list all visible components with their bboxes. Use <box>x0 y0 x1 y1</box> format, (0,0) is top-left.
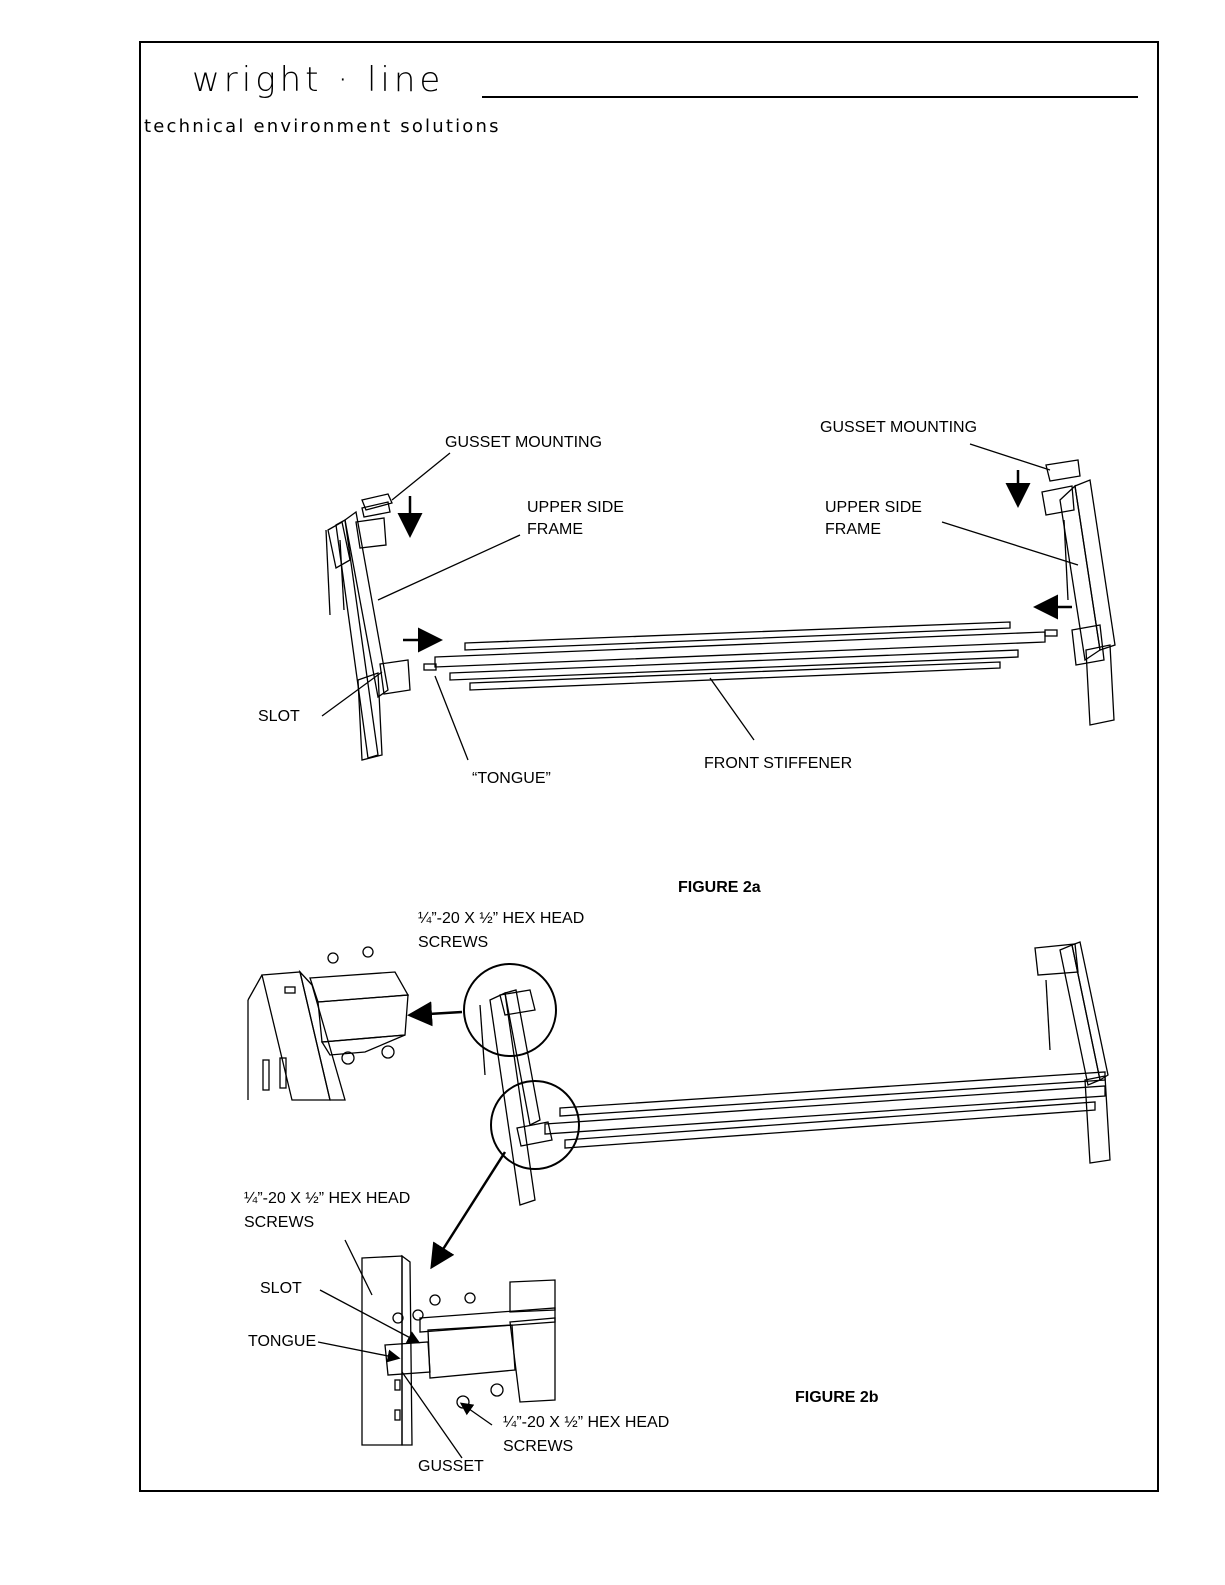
detail-gusset-top <box>248 947 408 1100</box>
label-screws-bottom-1: ¼”-20 X ½” HEX HEAD <box>503 1412 669 1434</box>
label-screws-top-2: SCREWS <box>418 932 488 954</box>
label-front-stiffener: FRONT STIFFENER <box>704 753 852 775</box>
label-screws-left-1: ¼”-20 X ½” HEX HEAD <box>244 1188 410 1210</box>
label-upper-side-left-2: FRAME <box>527 519 583 541</box>
label-upper-side-right-1: UPPER SIDE <box>825 497 922 519</box>
detail-circle-top <box>464 964 556 1056</box>
caption-figure-2a: FIGURE 2a <box>678 877 761 899</box>
label-upper-side-left-1: UPPER SIDE <box>527 497 624 519</box>
label-gusset-2b: GUSSET <box>418 1456 484 1478</box>
label-gusset-mounting-right: GUSSET MOUNTING <box>820 417 977 439</box>
label-screws-bottom-2: SCREWS <box>503 1436 573 1458</box>
label-tongue-2a: “TONGUE” <box>472 768 551 790</box>
front-stiffener-rails <box>424 622 1057 690</box>
right-upright-2a <box>1042 460 1115 725</box>
label-screws-top-1: ¼”-20 X ½” HEX HEAD <box>418 908 584 930</box>
label-slot-2b: SLOT <box>260 1278 302 1300</box>
callout-lines-2b <box>318 1240 492 1458</box>
label-upper-side-right-2: FRAME <box>825 519 881 541</box>
label-tongue-2b: TONGUE <box>248 1331 316 1353</box>
arrow-to-bottom-detail <box>433 1152 505 1265</box>
main-frame-2b <box>480 942 1110 1205</box>
caption-figure-2b: FIGURE 2b <box>795 1387 879 1409</box>
label-screws-left-2: SCREWS <box>244 1212 314 1234</box>
left-upright-2a <box>326 494 410 760</box>
arrow-to-top-detail <box>412 1012 462 1015</box>
label-gusset-mounting-left: GUSSET MOUNTING <box>445 432 602 454</box>
callout-lines-2a <box>322 444 1078 760</box>
label-slot-2a: SLOT <box>258 706 300 728</box>
